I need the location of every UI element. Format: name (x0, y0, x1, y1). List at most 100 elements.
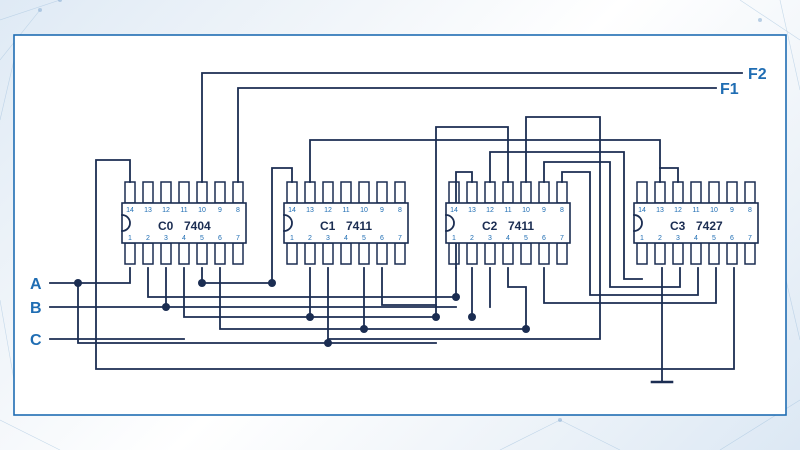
pin-number-top: 12 (674, 207, 682, 214)
pin-number-bottom: 1 (640, 235, 644, 242)
junction-dot (324, 339, 332, 347)
chip-pin-bottom (304, 242, 316, 265)
pin-number-bottom: 5 (524, 235, 528, 242)
chip-pin-bottom (654, 242, 666, 265)
chip-id-label: C0 (158, 219, 174, 233)
pin-number-top: 11 (342, 207, 349, 214)
chip-pin-bottom (484, 242, 496, 265)
chip-pin-top (340, 181, 352, 204)
chip-pin-top (304, 181, 316, 204)
pin-number-bottom: 7 (398, 235, 402, 242)
junction-dot (522, 325, 530, 333)
junction-dot (432, 313, 440, 321)
chip-pin-top (556, 181, 568, 204)
pin-number-bottom: 6 (730, 235, 734, 242)
wire-f2 (201, 72, 743, 183)
chip-pin-top (286, 181, 298, 204)
chip-pin-bottom (520, 242, 532, 265)
wire-c2-p4 (507, 267, 527, 330)
pin-number-bottom: 3 (326, 235, 330, 242)
junction-dot (162, 303, 170, 311)
junction-dot (452, 293, 460, 301)
wire-vcc-left (95, 159, 735, 370)
chip-pin-bottom (690, 242, 702, 265)
chip-pin-bottom (322, 242, 334, 265)
input-label-a: A (30, 276, 42, 293)
output-label-f1: F1 (720, 81, 739, 98)
chip-pin-top (358, 181, 370, 204)
pin-number-top: 9 (730, 207, 734, 214)
junction-dot (360, 325, 368, 333)
pin-number-bottom: 3 (164, 235, 168, 242)
pin-number-top: 9 (218, 207, 222, 214)
chip-pin-top (394, 181, 406, 204)
chip-pin-top (484, 181, 496, 204)
pin-number-bottom: 5 (200, 235, 204, 242)
chip-part-label: 7404 (184, 219, 211, 233)
junctions-layer (74, 279, 530, 347)
wire-c2-p8 (561, 171, 699, 296)
chip-pin-bottom (744, 242, 756, 265)
chip-pin-top (744, 181, 756, 204)
wire-c1-p14 (271, 167, 293, 284)
wire-c2-p6 (543, 267, 717, 304)
chip-body (445, 202, 571, 244)
pin-number-bottom: 5 (712, 235, 716, 242)
chip-pin-top (178, 181, 190, 204)
chip-pin-bottom (286, 242, 298, 265)
chip-id-label: C2 (482, 219, 498, 233)
chip-pin-top (672, 181, 684, 204)
pin-number-bottom: 7 (236, 235, 240, 242)
pin-number-top: 11 (180, 207, 187, 214)
pin-number-bottom: 4 (506, 235, 510, 242)
wire-c3-p12 (659, 167, 679, 183)
wire-c0-p6 (219, 267, 527, 330)
wire-c2-p9 (543, 161, 681, 288)
pin-number-top: 10 (710, 207, 718, 214)
pin-number-top: 13 (144, 207, 152, 214)
pin-number-bottom: 7 (560, 235, 564, 242)
pin-number-top: 12 (162, 207, 170, 214)
pin-number-top: 13 (468, 207, 476, 214)
chip-pin-bottom (502, 242, 514, 265)
wire-a-branch (77, 282, 437, 344)
pin-number-bottom: 5 (362, 235, 366, 242)
chip-pin-bottom (636, 242, 648, 265)
chip-pin-top (502, 181, 514, 204)
pin-number-top: 12 (324, 207, 332, 214)
pin-number-top: 9 (380, 207, 384, 214)
pin-number-bottom: 6 (218, 235, 222, 242)
chip-pin-top (538, 181, 550, 204)
pin-number-top: 13 (306, 207, 314, 214)
chip-pin-bottom (538, 242, 550, 265)
chip-id-label: C3 (670, 219, 686, 233)
chip-pin-bottom (340, 242, 352, 265)
chip-body (633, 202, 759, 244)
chip-pin-top (726, 181, 738, 204)
chip-pin-bottom (232, 242, 244, 265)
pin-number-top: 9 (542, 207, 546, 214)
pin-number-top: 8 (236, 207, 240, 214)
chip-pin-top (708, 181, 720, 204)
pin-number-bottom: 2 (308, 235, 312, 242)
chip-pin-top (124, 181, 136, 204)
pin-number-bottom: 6 (542, 235, 546, 242)
input-label-c: C (30, 332, 42, 349)
pin-number-bottom: 4 (344, 235, 348, 242)
chip-pin-bottom (708, 242, 720, 265)
chip-pin-bottom (466, 242, 478, 265)
wire-c1-p13 (309, 139, 661, 183)
pin-number-bottom: 2 (658, 235, 662, 242)
pin-number-top: 8 (398, 207, 402, 214)
pin-number-top: 10 (360, 207, 368, 214)
chip-pin-bottom (726, 242, 738, 265)
chip-pin-bottom (394, 242, 406, 265)
pin-number-top: 8 (748, 207, 752, 214)
pin-number-bottom: 6 (380, 235, 384, 242)
chip-notch (445, 214, 455, 232)
wire-c1-p6 (381, 267, 437, 306)
chip-pin-bottom (142, 242, 154, 265)
